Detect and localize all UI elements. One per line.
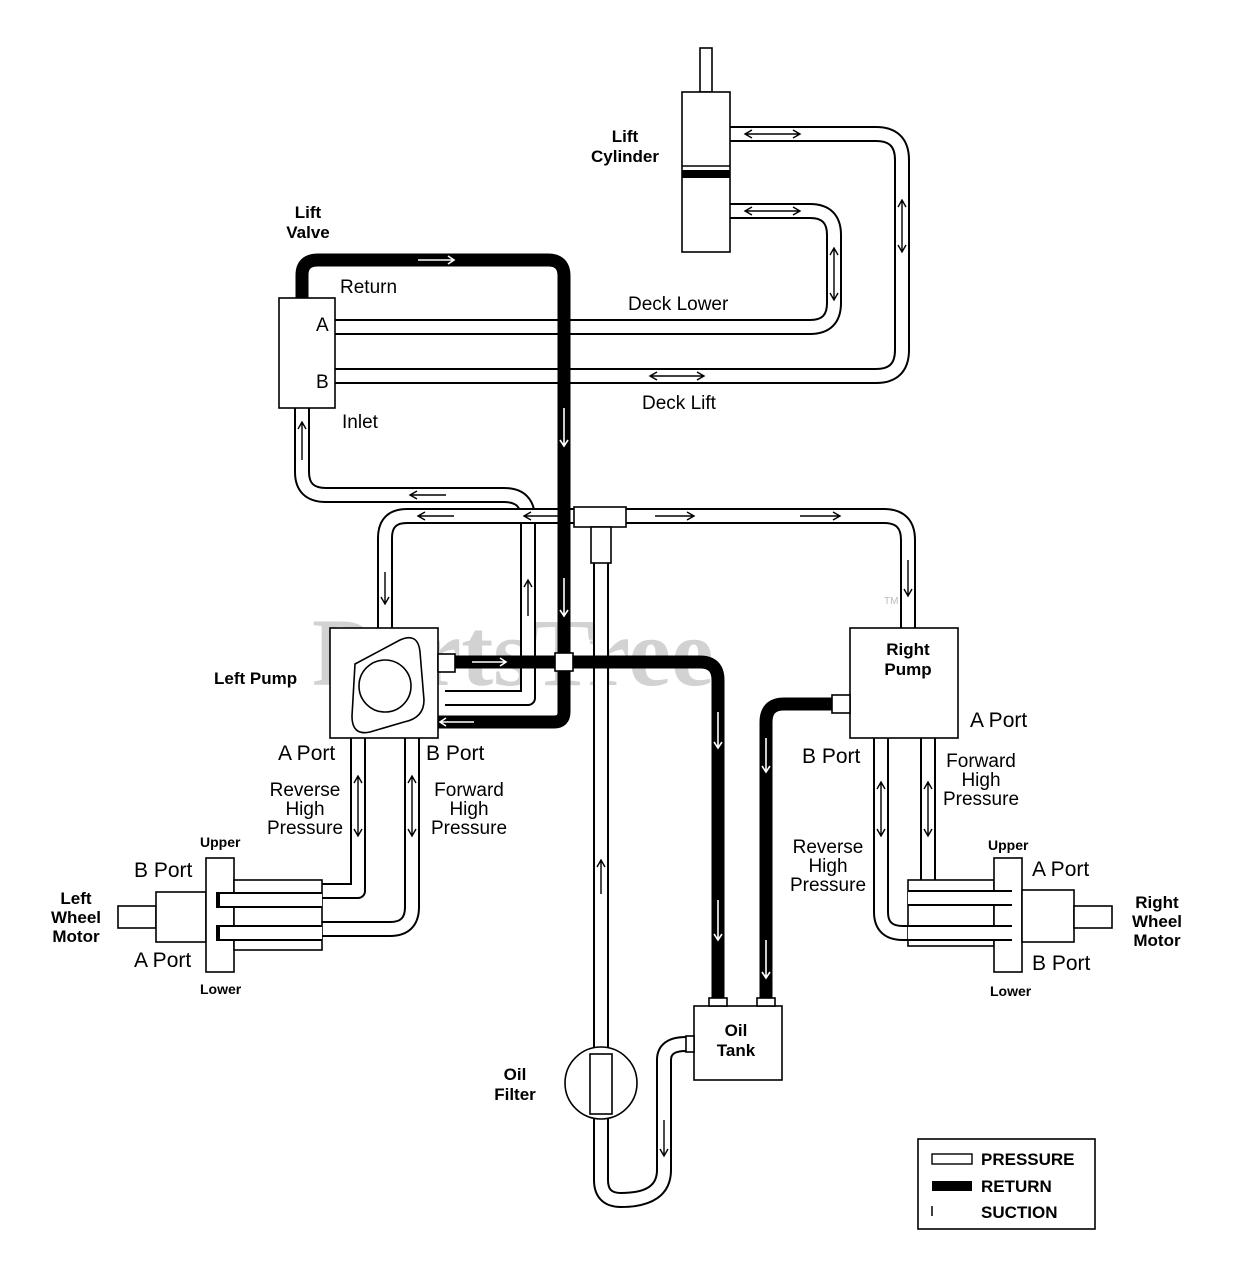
right-pump (831, 627, 959, 739)
right-motor-lower: Lower (990, 983, 1032, 999)
lift-valve-label-2: Valve (286, 223, 330, 242)
return-arrows (418, 255, 771, 980)
suction-pipe (593, 562, 694, 1208)
right-wheel-motor-label-1: Right (1135, 893, 1179, 912)
left-pump (329, 627, 456, 739)
left-pump-a-port: A Port (278, 742, 335, 765)
lift-cylinder-label-2: Cylinder (591, 147, 659, 166)
right-wheel-motor-label-3: Motor (1133, 931, 1181, 950)
legend (917, 1138, 1096, 1230)
right-reverse-label-3: Pressure (790, 875, 866, 896)
return-label: Return (340, 277, 397, 298)
oil-filter-label-1: Oil (504, 1065, 527, 1084)
left-motor-upper: Upper (200, 834, 241, 850)
left-wheel-motor-label-1: Left (60, 889, 92, 908)
lift-valve-label-1: Lift (295, 203, 322, 222)
left-pump-label: Left Pump (214, 669, 297, 688)
oil-tank-label-1: Oil (725, 1021, 748, 1040)
deck-lift-pipe (335, 126, 910, 384)
oil-tank (685, 997, 783, 1081)
deck-lower-label: Deck Lower (628, 294, 729, 315)
right-wheel-motor (907, 857, 1113, 973)
right-pump-a-port: A Port (970, 709, 1027, 732)
left-wheel-motor-label-3: Motor (52, 927, 100, 946)
right-forward-label-1: Forward (946, 751, 1016, 772)
left-motor-b-port: B Port (134, 859, 193, 882)
right-motor-upper: Upper (988, 837, 1029, 853)
legend-return-swatch (932, 1181, 972, 1191)
return-lines (295, 253, 832, 1000)
oil-filter (564, 1046, 638, 1120)
oil-filter-label-2: Filter (494, 1085, 536, 1104)
lift-valve-port-a: A (316, 315, 329, 336)
right-pump-label-2: Pump (884, 660, 931, 679)
left-wheel-motor-label-2: Wheel (51, 908, 101, 927)
right-forward-label-3: Pressure (943, 789, 1019, 810)
left-pump-b-port: B Port (426, 742, 485, 765)
charge-pipe (377, 508, 916, 628)
legend-suction-label: SUCTION (981, 1203, 1058, 1222)
tee-fitting (573, 506, 627, 564)
deck-lower-pipe (335, 203, 842, 335)
oil-tank-label-2: Tank (717, 1041, 756, 1060)
lift-valve-return-pipe (295, 253, 571, 729)
right-motor-b-port: B Port (1032, 952, 1091, 975)
lift-cylinder (681, 47, 731, 253)
left-motor-a-port: A Port (134, 949, 191, 972)
inlet-label: Inlet (342, 412, 379, 433)
right-pump-label-1: Right (886, 640, 930, 659)
left-reverse-label-3: Pressure (267, 818, 343, 839)
return-junction (554, 652, 574, 672)
right-forward-label-2: High (961, 770, 1000, 791)
left-pump-return-pipe (455, 655, 725, 1000)
right-pump-b-port: B Port (802, 745, 861, 768)
deck-lift-label: Deck Lift (642, 393, 717, 414)
right-motor-a-port: A Port (1032, 858, 1089, 881)
left-wheel-motor (117, 857, 323, 973)
left-forward-label-1: Forward (434, 780, 504, 801)
right-reverse-label-2: High (808, 856, 847, 877)
pressure-lines (228, 126, 1012, 1208)
legend-return-label: RETURN (981, 1177, 1052, 1196)
legend-pressure-label: PRESSURE (981, 1150, 1075, 1169)
left-forward-label-3: Pressure (431, 818, 507, 839)
lift-valve-port-b: B (316, 372, 329, 393)
right-reverse-label-1: Reverse (793, 837, 864, 858)
left-motor-lower: Lower (200, 981, 242, 997)
left-reverse-label-2: High (285, 799, 324, 820)
watermark-tm: TM (884, 596, 898, 607)
lift-valve (278, 297, 336, 409)
lift-cylinder-label-1: Lift (612, 127, 639, 146)
left-forward-label-2: High (449, 799, 488, 820)
right-pump-return-pipe (759, 697, 832, 1000)
legend-pressure-swatch (931, 1153, 973, 1165)
right-wheel-motor-label-2: Wheel (1132, 912, 1182, 931)
left-reverse-label-1: Reverse (270, 780, 341, 801)
